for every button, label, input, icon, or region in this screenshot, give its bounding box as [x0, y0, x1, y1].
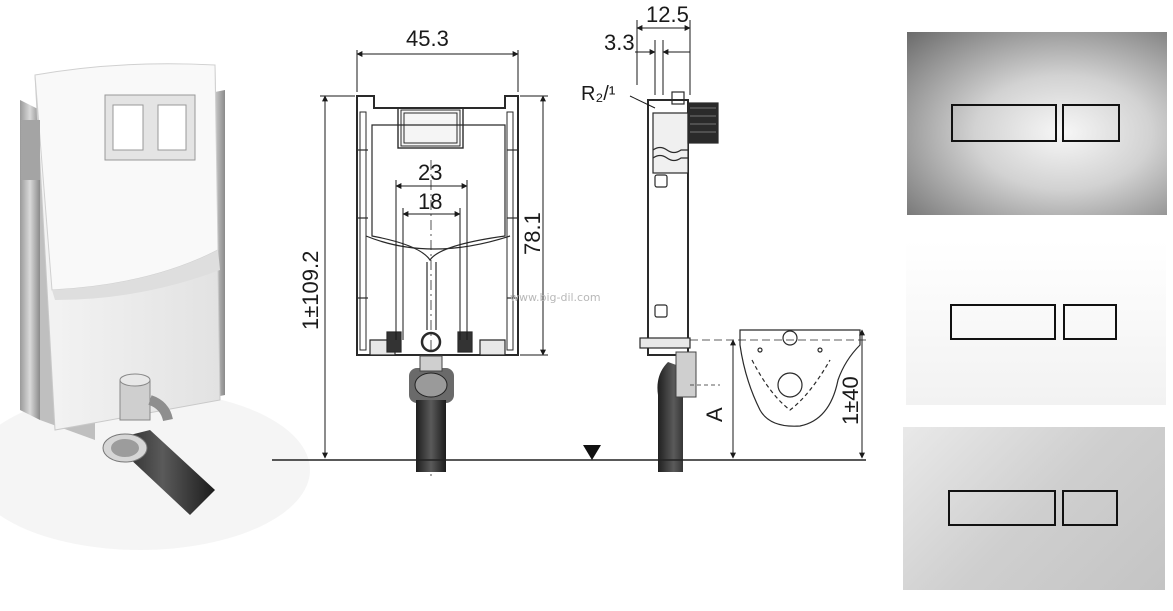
dimension-bowl-height: 1±40 [838, 376, 863, 425]
dimension-outer-spacing: 23 [418, 160, 442, 185]
flush-button-large [951, 104, 1057, 142]
side-view-dimensions [629, 20, 691, 109]
front-view-dimensions [320, 50, 548, 459]
dimension-depth: 12.5 [646, 2, 689, 27]
flush-button-large [948, 490, 1056, 526]
flush-plate-mirror [907, 32, 1167, 215]
side-view-drawing [639, 91, 719, 356]
dimension-inlet: R₂/¹ [581, 83, 616, 105]
wc-bowl-drawing [690, 329, 866, 427]
dimension-frame-width: 45.3 [406, 26, 449, 51]
flush-button-small [1062, 490, 1118, 526]
dimension-cistern-height: 78.1 [520, 212, 545, 255]
flush-plate-satin [903, 427, 1165, 590]
front-view-drain-pipe [409, 355, 454, 472]
dimension-total-height: 1±109.2 [298, 251, 323, 330]
dimension-inner-spacing: 18 [418, 189, 442, 214]
side-view-drain-pipe [657, 351, 697, 472]
dimension-offset: 3.3 [604, 30, 635, 55]
flush-button-small [1063, 304, 1117, 340]
product-render [0, 63, 310, 550]
flush-button-small [1062, 104, 1120, 142]
actuator-opening [104, 94, 196, 161]
dimension-variable-height: A [702, 407, 727, 422]
floor-level-marker [583, 445, 601, 460]
flush-button-large [950, 304, 1056, 340]
watermark: www.big-dil.com [510, 291, 601, 304]
bowl-dimensions [730, 329, 865, 459]
flush-plate-white [906, 240, 1166, 405]
